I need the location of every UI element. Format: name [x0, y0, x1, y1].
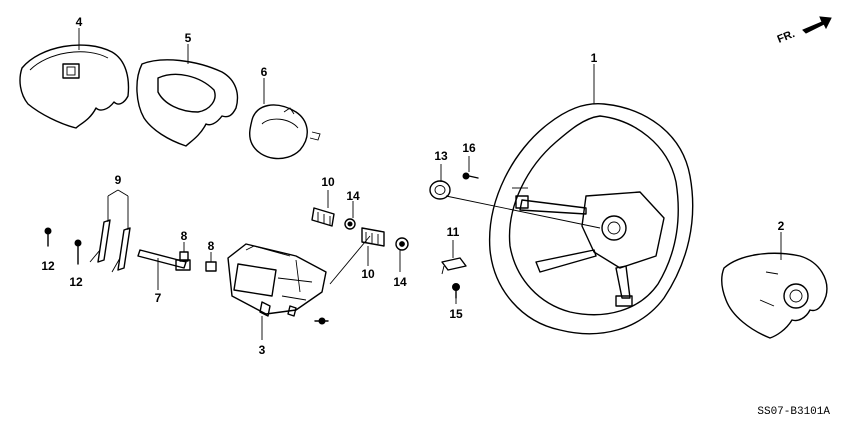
part-14-nut-a [344, 201, 356, 230]
part-5-horn-pad-cover [136, 44, 239, 147]
fr-arrow-icon [802, 16, 832, 34]
part-3-screw [314, 317, 329, 325]
callout-16: 16 [462, 141, 476, 155]
callout-3: 3 [259, 343, 266, 357]
callout-10a: 10 [321, 175, 335, 189]
part-13-collar [429, 164, 601, 229]
part-14-nut-b [395, 237, 409, 272]
callout-2: 2 [778, 219, 785, 233]
callout-1: 1 [591, 51, 598, 65]
part-1-steering-wheel [488, 64, 694, 335]
part-8-clip-b [205, 252, 217, 272]
callout-7: 7 [155, 291, 162, 305]
callout-10b: 10 [361, 267, 375, 281]
callout-8a: 8 [181, 229, 188, 243]
part-10-plate-b [329, 227, 385, 285]
callout-13: 13 [434, 149, 448, 163]
callout-6: 6 [261, 65, 268, 79]
part-9-brackets [89, 189, 131, 273]
part-4-horn-pad [19, 28, 130, 129]
callout-12a: 12 [41, 259, 55, 273]
callout-5: 5 [185, 31, 192, 45]
callout-8b: 8 [208, 239, 215, 253]
part-8-clip-a [179, 242, 189, 262]
callout-4: 4 [76, 15, 83, 29]
part-10-plate-a [311, 190, 335, 227]
part-2-airbag-module [721, 232, 828, 339]
callout-14a: 14 [346, 189, 360, 203]
callout-14b: 14 [393, 275, 407, 289]
fr-label: FR. [776, 28, 797, 46]
part-15-bolt [452, 283, 460, 304]
diagram-code: SS07-B3101A [757, 406, 830, 418]
callout-15: 15 [449, 307, 463, 321]
part-12-bolt-b [74, 239, 82, 265]
part-3-bracket-assembly [227, 243, 327, 340]
callout-12b: 12 [69, 275, 83, 289]
part-11-small-bracket [441, 240, 467, 275]
front-direction-indicator: FR. [776, 16, 832, 46]
part-7-rod [137, 249, 191, 290]
part-12-bolt-a [44, 227, 52, 247]
callout-9: 9 [115, 173, 122, 187]
part-16-screw [462, 156, 479, 180]
part-6-small-cover [249, 78, 321, 160]
callout-11: 11 [447, 225, 460, 239]
